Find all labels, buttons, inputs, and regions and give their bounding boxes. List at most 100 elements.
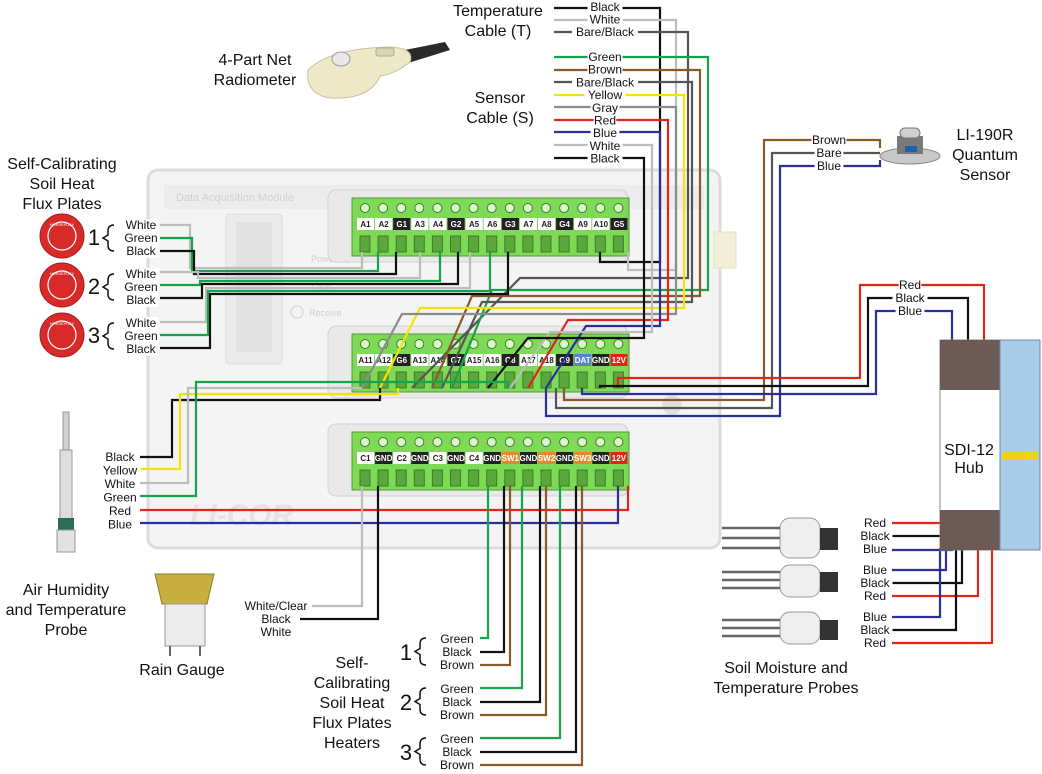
terminal-slot: [359, 235, 371, 253]
terminal-slot: [594, 469, 606, 487]
wire-plate2-green: [160, 252, 442, 287]
rain-wire-label: Black: [261, 612, 291, 626]
soil-probe-1: [722, 517, 838, 559]
terminal-label: A12: [376, 356, 391, 365]
li190r-label-2: Quantum: [952, 147, 1018, 164]
brace: [101, 322, 115, 350]
terminal-label: A10: [593, 220, 608, 229]
terminal-label: A1: [360, 220, 371, 229]
wire-plate3-black: [160, 252, 510, 350]
terminal-screw: [486, 203, 497, 213]
wire-heater3-brown: [480, 486, 584, 767]
terminal-slot: [377, 469, 389, 487]
terminal-label: A18: [539, 356, 554, 365]
wire-rain-white-clear: [300, 486, 364, 608]
terminal-label: A9: [578, 220, 589, 229]
wire-air-white: [140, 386, 362, 485]
sensor-wire-label: Blue: [593, 126, 617, 140]
terminal-screw: [504, 203, 515, 213]
terminal-slot: [431, 371, 443, 389]
plate-wire-label: White: [126, 218, 157, 232]
power-label: Power: [311, 254, 337, 264]
terminal-slot: [558, 469, 570, 487]
rain-wire-label: White: [261, 625, 292, 639]
heater-wire-label: Green: [440, 682, 473, 696]
soil-probe-3: [722, 611, 838, 645]
wire-heater1-black: [480, 486, 506, 654]
net-radiometer-label-2: Radiometer: [214, 72, 297, 89]
wire-sensor-green: [450, 55, 710, 389]
terminal-label: A6: [487, 220, 498, 229]
heater-number-3: 3: [400, 740, 412, 765]
terminal-screw: [360, 203, 370, 213]
rain-gauge-label: Rain Gauge: [139, 662, 224, 679]
terminal-label: G2: [451, 220, 462, 229]
terminal-label: C4: [469, 454, 480, 463]
sensor-wire-label: Yellow: [588, 88, 623, 102]
heater-wire-label: Black: [442, 695, 472, 709]
wire-sdi-red-term: [616, 283, 928, 388]
sdi12-hub-device: [939, 339, 1041, 551]
air-wire-label: Yellow: [103, 464, 138, 478]
heat-flux-label-1: Self-Calibrating: [7, 156, 116, 173]
wire-sensor-brown: [430, 68, 702, 389]
terminal-screw: [504, 339, 515, 349]
terminal-screw: [396, 203, 407, 213]
wire-sensor-gray: [361, 105, 678, 389]
sdi-wire-label: Blue: [898, 304, 922, 318]
terminal-screw: [595, 437, 606, 447]
terminal-label: SW2: [538, 454, 556, 463]
terminal-screw: [432, 437, 443, 447]
receive-label: Receive: [309, 308, 342, 318]
wire-sensor-bare/black: [441, 80, 694, 389]
terminal-slot: [558, 371, 570, 389]
air-wire-label: Blue: [108, 518, 132, 532]
wire-sdi-black: [928, 296, 970, 345]
terminal-label: A8: [541, 220, 552, 229]
terminal-screw: [432, 339, 443, 349]
heater-wire-label: Brown: [440, 708, 474, 722]
probe-wire-label: Red: [864, 516, 886, 530]
wire-sdi-blue: [928, 309, 954, 345]
wire-probe-red: [892, 548, 980, 598]
wire-li190-brown-stub: [852, 138, 882, 148]
air-wire-label: Black: [105, 450, 135, 464]
terminal-slot: [413, 469, 425, 487]
terminal-screw: [486, 339, 497, 349]
terminal-label: G3: [505, 220, 516, 229]
wire-li190-blue-stub: [852, 160, 882, 168]
li190r-label-3: Sensor: [960, 167, 1011, 184]
terminal-screw: [468, 437, 479, 447]
net-radiometer-label-1: 4-Part Net: [219, 52, 292, 69]
terminal-label: A13: [412, 356, 427, 365]
soil-probes: [722, 517, 838, 645]
heat-flux-label-3: Flux Plates: [22, 196, 101, 213]
terminal-screw: [396, 437, 407, 447]
terminal-label: GND: [447, 454, 465, 463]
terminal-screw: [595, 339, 606, 349]
device-labels: Temperature Cable (T) 4-Part Net Radiome…: [6, 3, 1018, 752]
heat-flux-plates: HUKSEFLUX HUKSEFLUX HUKSEFLUX: [39, 213, 85, 358]
wire-air-blue: [140, 486, 620, 525]
terminal-label: G6: [396, 356, 407, 365]
terminal-slot: [395, 235, 407, 253]
heaters-label-5: Heaters: [324, 735, 380, 752]
terminal-label: C1: [360, 454, 371, 463]
terminal-slot: [576, 235, 588, 253]
heaters-label-4: Flux Plates: [312, 715, 391, 732]
flux-plate-2: HUKSEFLUX: [39, 262, 85, 308]
terminal-label: G7: [451, 356, 462, 365]
terminal-slot: [413, 235, 425, 253]
terminal-slot: [558, 235, 570, 253]
terminal-screw: [613, 339, 624, 349]
terminal-slot: [486, 235, 498, 253]
wire-air-red: [140, 486, 630, 512]
terminal-slot: [395, 469, 407, 487]
terminal-label: G5: [614, 220, 625, 229]
terminal-slot: [486, 371, 498, 389]
sensor-wire-label: Green: [588, 50, 621, 64]
heat-flux-label-2: Soil Heat: [30, 176, 95, 193]
sensor-wire-label: Gray: [592, 101, 618, 115]
terminal-label: A2: [378, 220, 389, 229]
